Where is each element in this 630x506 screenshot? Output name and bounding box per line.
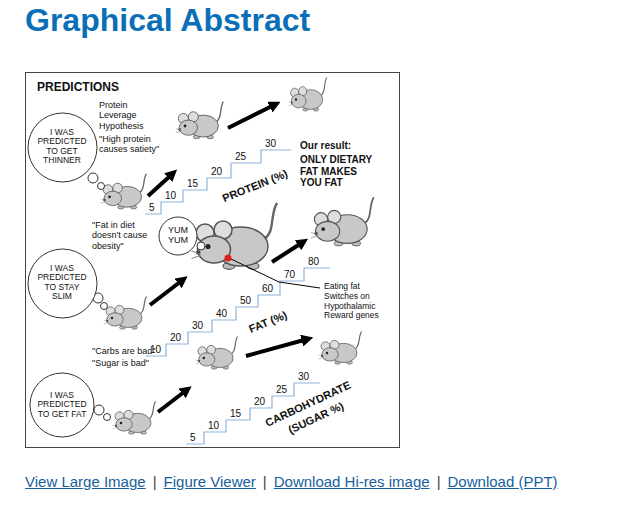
fat-staircase <box>146 268 330 356</box>
thought-dot <box>88 173 98 183</box>
step-number: 60 <box>262 283 273 295</box>
step-number: 20 <box>170 332 181 344</box>
protein-staircase <box>145 150 291 214</box>
link-row: View Large Image | Figure Viewer | Download … <box>25 473 558 490</box>
quote-note: "Carbs are bad" <box>92 346 155 356</box>
step-number: 25 <box>276 384 287 396</box>
mouse-figure <box>176 102 224 139</box>
mouse-figure <box>101 174 147 209</box>
quote-note: "Sugar is bad" <box>92 358 149 368</box>
bubble-text: YUM YUM <box>166 226 190 246</box>
step-number: 30 <box>265 138 276 150</box>
thought-dot <box>101 303 108 310</box>
step-number: 15 <box>230 408 241 420</box>
bubble-circle <box>28 249 97 318</box>
link-text: View Large Image <box>25 473 146 490</box>
link-text: Download (PPT) <box>448 473 558 490</box>
leader-line <box>231 259 320 288</box>
bubble-circle <box>28 113 97 182</box>
bubble-text-block: I WAS PREDICTED TO STAY SLIM <box>34 264 90 301</box>
separator: | <box>437 473 441 490</box>
bubble-text-block: I WAS PREDICTED TO GET FAT <box>34 391 90 419</box>
fat-mouse-figure <box>311 197 374 246</box>
thought-dot <box>94 405 104 415</box>
bubble-text: I WAS PREDICTED TO GET THINNER <box>34 128 90 165</box>
block-arrow <box>150 282 180 305</box>
panel-heading: PREDICTIONS <box>37 81 119 95</box>
large-mouse-figure <box>192 203 278 269</box>
mouse-figure <box>319 331 362 364</box>
bubble-text-block: I WAS PREDICTED TO GET THINNER <box>34 128 90 165</box>
axis-title: FAT (%) <box>247 309 289 336</box>
brain-marker <box>225 255 232 262</box>
block-arrow <box>246 340 304 356</box>
step-number: 25 <box>235 151 246 163</box>
hypothesis-note: Protein Leverage Hypothesis <box>99 100 159 131</box>
step-number: 15 <box>187 178 198 190</box>
bubble-circle <box>30 373 94 437</box>
separator: | <box>153 473 157 490</box>
result-text: ONLY DIETARY FAT MAKES YOU FAT <box>300 154 380 189</box>
thin-mouse-figure <box>289 78 327 112</box>
quote-note: "Fat in diet doesn't cause obesity" <box>92 220 156 251</box>
block-arrow <box>228 106 272 128</box>
bubble-text: I WAS PREDICTED TO STAY SLIM <box>34 264 90 301</box>
thought-dot <box>197 242 205 250</box>
callout-note: Eating fat Switches on Hypothalamic Rewa… <box>324 282 390 321</box>
bubble-text-block: YUM YUM <box>166 226 190 246</box>
mouse-figure <box>104 296 147 329</box>
step-number: 30 <box>298 371 309 383</box>
step-number: 50 <box>240 295 251 307</box>
axis-title: PROTEIN (%) <box>221 167 290 205</box>
result-heading: Our result: <box>300 140 351 152</box>
link-text: Download Hi-res image <box>274 473 430 490</box>
bubble-circle <box>159 217 197 255</box>
step-number: 20 <box>211 166 222 178</box>
step-number: 10 <box>165 190 176 202</box>
thought-bubble: I WAS PREDICTED TO STAY SLIM <box>27 248 98 319</box>
block-arrow <box>158 392 184 412</box>
step-number: 10 <box>208 420 219 432</box>
quote-note: "High protein causes satiety" <box>99 134 171 155</box>
thought-dot <box>98 183 105 190</box>
link-text: Figure Viewer <box>164 473 256 490</box>
thought-bubble: I WAS PREDICTED TO GET FAT <box>29 372 95 438</box>
step-number: 20 <box>254 396 265 408</box>
separator: | <box>263 473 267 490</box>
thought-bubble: I WAS PREDICTED TO GET THINNER <box>27 112 98 183</box>
block-arrow <box>272 244 300 262</box>
page-title: Graphical Abstract <box>25 2 310 39</box>
step-number: 40 <box>216 308 227 320</box>
bubble-text: I WAS PREDICTED TO GET FAT <box>34 391 90 419</box>
speech-bubble: YUM YUM <box>158 216 198 256</box>
step-number: 5 <box>149 202 155 214</box>
step-number: 70 <box>284 269 295 281</box>
step-number: 80 <box>308 256 319 268</box>
mouse-figure <box>196 336 238 369</box>
step-number: 5 <box>190 432 196 444</box>
thought-dot <box>104 414 111 421</box>
mouse-figure <box>113 401 156 434</box>
step-number: 30 <box>192 320 203 332</box>
